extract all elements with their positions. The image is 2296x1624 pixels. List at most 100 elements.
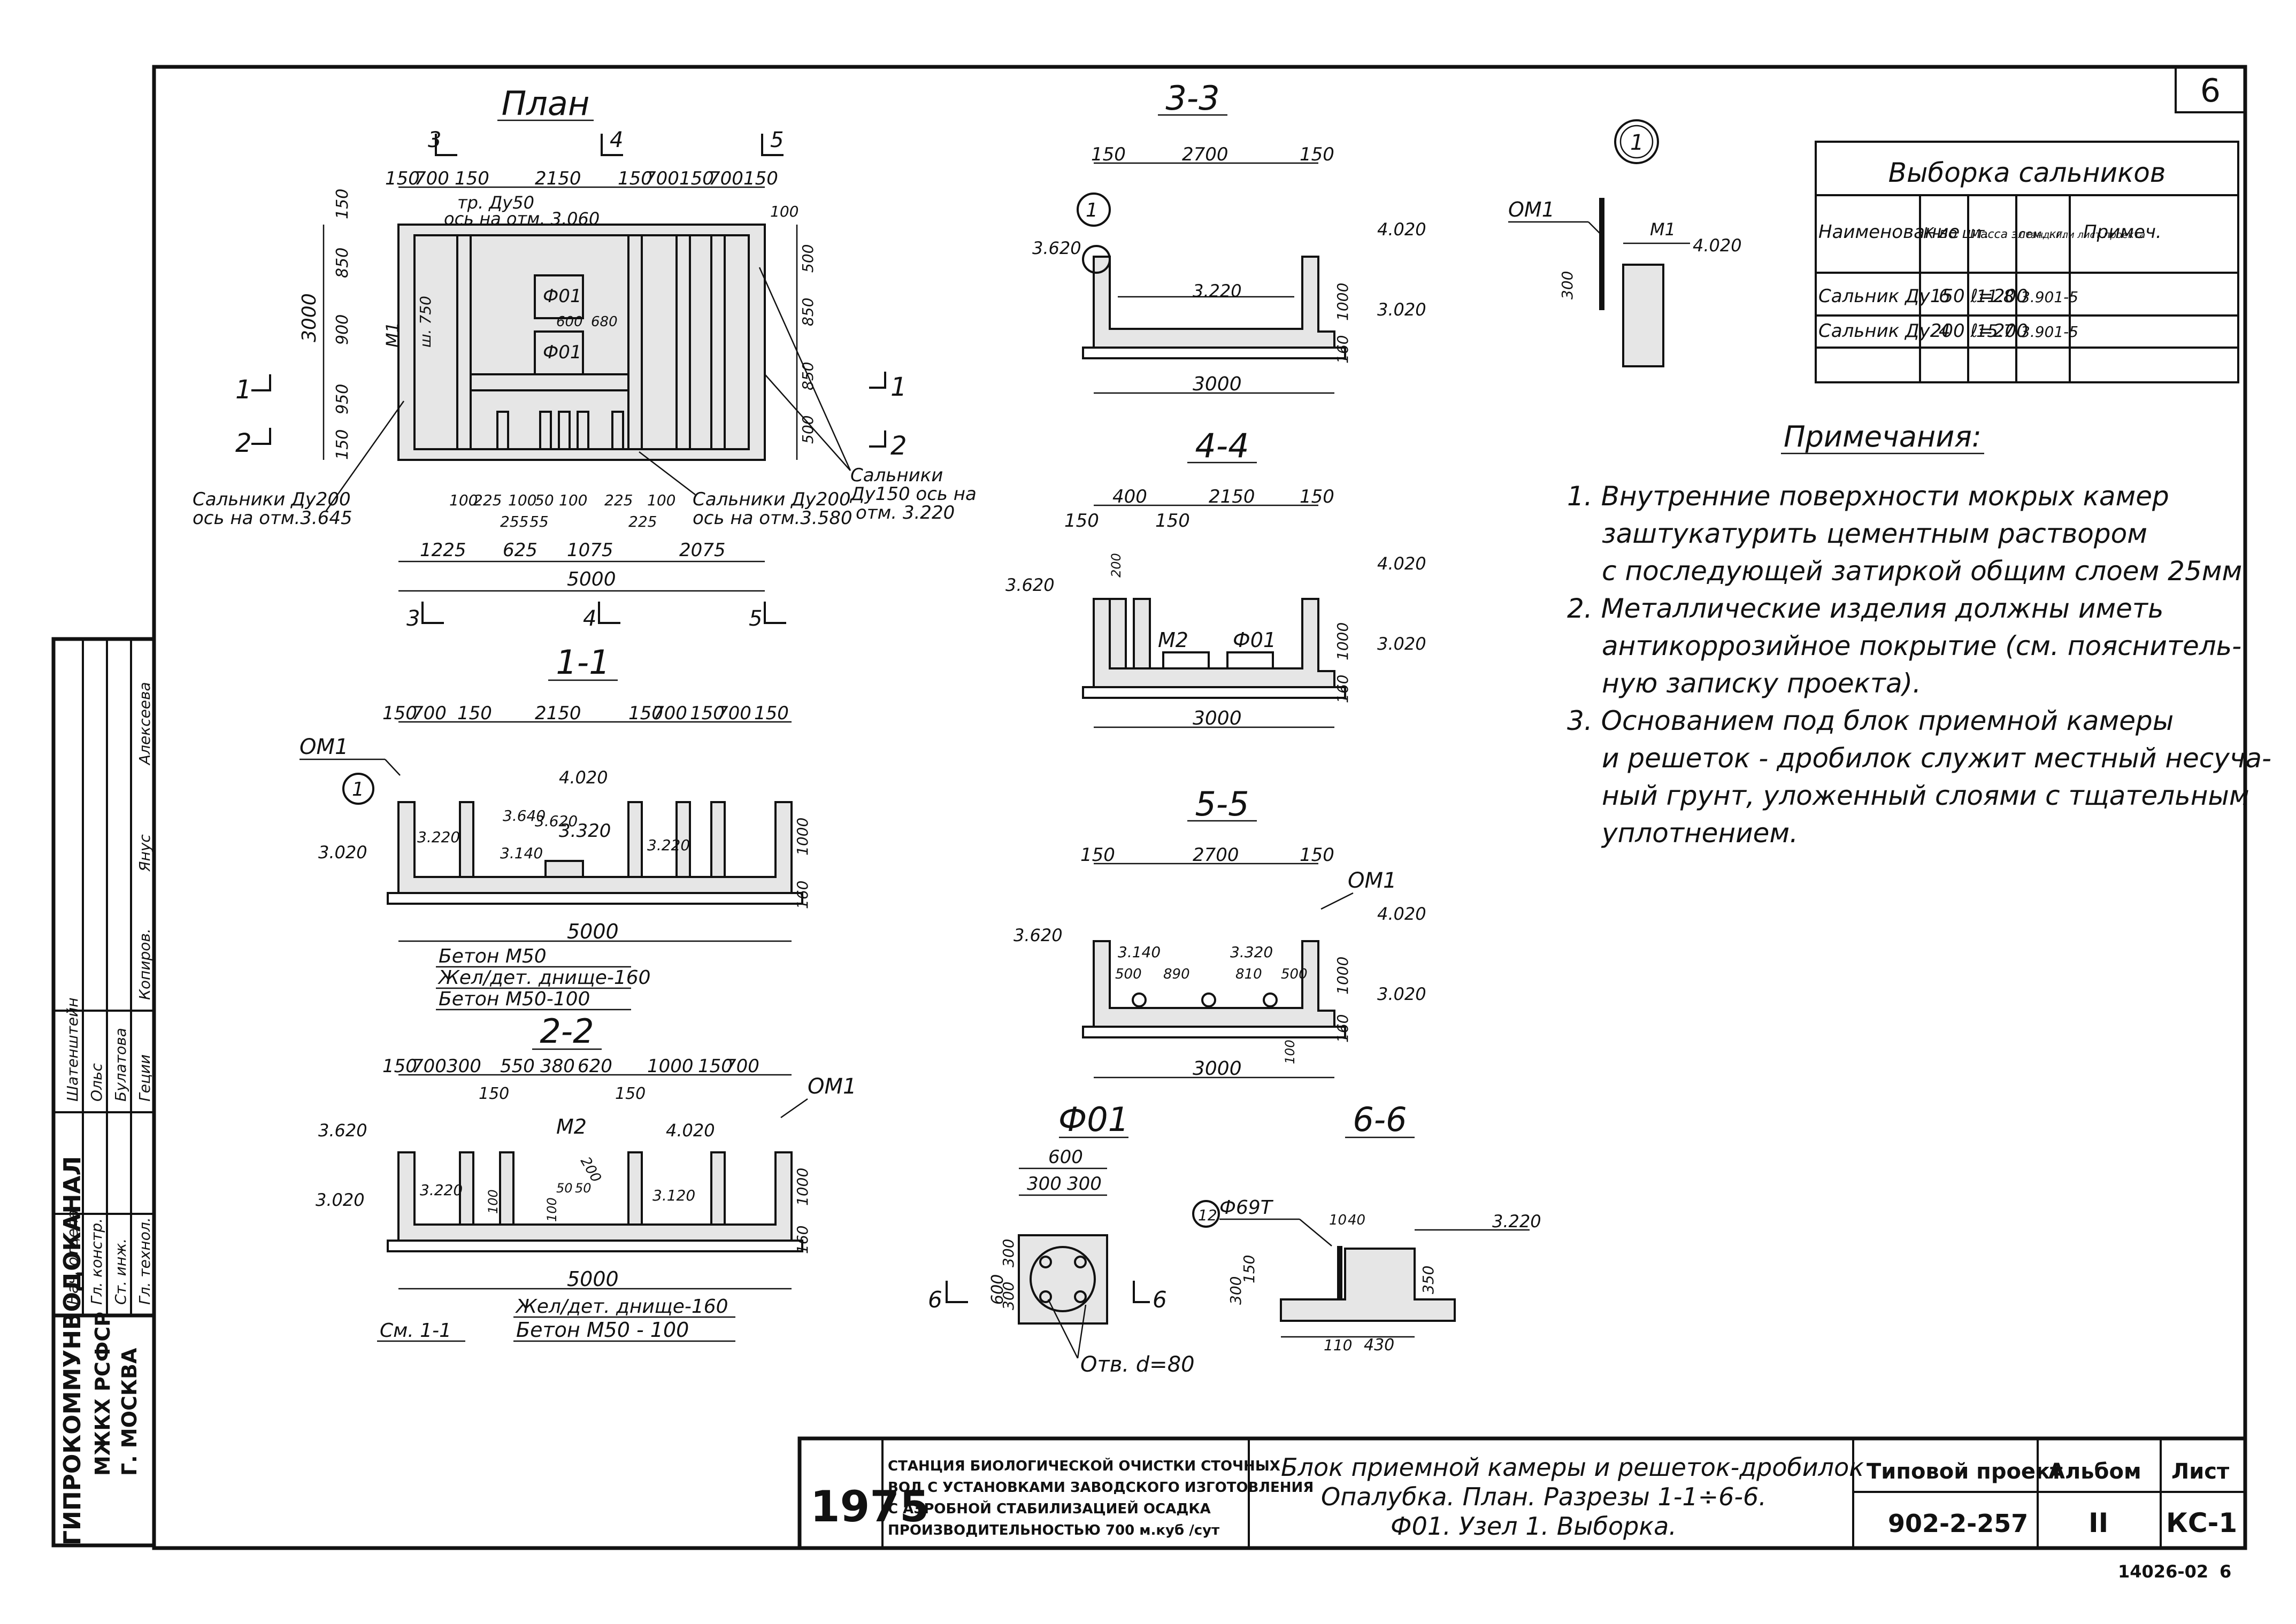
plan-dim-left: 850 [333, 248, 352, 278]
title-sheet-code: КС-1 [2166, 1507, 2237, 1538]
note-line: и решеток - дробилок служит местный несу… [1602, 743, 2271, 774]
plan-dim-top: 150 [679, 168, 714, 189]
node-1-plate [1599, 198, 1604, 310]
s33-vdim: 160 [1334, 335, 1352, 364]
node-1-level: 4.020 [1693, 235, 1742, 256]
s22-label: 50 [575, 1181, 592, 1196]
plan-dim-b1: 100 [449, 491, 478, 509]
note-line: антикоррозийное покрытие (см. пояснитель… [1602, 630, 2241, 661]
plan-overall-height: 3000 [298, 293, 320, 342]
s33-level: 3.220 [1193, 281, 1242, 301]
plan-sec-1-right: 1 [890, 372, 907, 402]
plan-gland-right-axis: отм. 3.220 [856, 502, 955, 524]
plan-sec-1: 1 [235, 375, 252, 405]
s22-dim: 1000 [647, 1056, 694, 1077]
node-1-dim: 300 [1558, 271, 1576, 299]
s55-inner-level: 3.320 [1230, 943, 1273, 961]
s22-label: 100 [544, 1197, 559, 1222]
s11-level: 3.020 [318, 842, 367, 863]
stamp-name: Булатова [112, 1028, 129, 1102]
s22-level: 3.020 [316, 1190, 365, 1210]
stamp-extra: Алексеева [136, 682, 153, 766]
s66-dim: 430 [1364, 1336, 1394, 1354]
stamp-role: Нач. отдела [64, 1210, 81, 1305]
s11-dim: 2150 [535, 703, 581, 724]
title-sheet: Блок приемной камеры и решеток-дробилок [1281, 1453, 1864, 1482]
plan-sec-4-bottom: 4 [583, 606, 596, 631]
section-3-3: 3-3 150 2700 150 1 3.620 4.020 3.220 3.0… [1032, 79, 1426, 395]
s55-inner-dim: 500 [1281, 966, 1308, 982]
s11-dim: 150 [457, 703, 492, 724]
s55-level: 3.020 [1377, 984, 1426, 1004]
s55-dim: 2700 [1193, 844, 1239, 866]
node-1-detail: 1 ОМ1 М1 4.020 300 [1508, 119, 1742, 367]
s55-dim: 150 [1300, 844, 1334, 866]
plan-gland-mid-axis: ось на отм.3.580 [693, 507, 853, 529]
gland-th: Наименование [1818, 221, 1960, 243]
f01-section-mark: 6 [928, 1287, 942, 1313]
s44-dim: 400 [1112, 486, 1147, 507]
s66-dim: 40 [1348, 1212, 1365, 1228]
s55-level: 3.620 [1013, 925, 1063, 945]
plan-dim-top: 150 [743, 168, 778, 189]
f01-dim: 600 [1048, 1146, 1083, 1168]
s66-vdim: 150 [1240, 1255, 1258, 1283]
plan-dim-b1: 225 [604, 491, 633, 509]
stamp-org2: МЖКХ РСФСР [91, 1312, 114, 1476]
plan-dim-b1: 100 [508, 491, 536, 509]
s22-dim: 380 [540, 1056, 575, 1077]
s11-dim: 150 [690, 703, 725, 724]
section-2-2-title: 2-2 [540, 1012, 594, 1051]
plan-sec-5-bottom: 5 [749, 606, 762, 631]
s66-dim: 10 [1329, 1212, 1347, 1228]
gland-row-qty: 4 [1939, 320, 1951, 342]
s11-level: 3.640 [503, 807, 546, 825]
plan-dim-right: 100 [770, 203, 798, 220]
s11-level: 3.140 [500, 844, 543, 862]
f01-plate [1018, 1234, 1108, 1325]
stamp-city: Г. МОСКВА [118, 1348, 141, 1476]
plan-dim-b2: 225 [628, 513, 657, 530]
s55-inner-level: 3.140 [1118, 943, 1161, 961]
plan-dim-top: 150 [618, 168, 652, 189]
plan-gland-left: Сальники Ду200 [193, 489, 351, 510]
s44-level: 4.020 [1377, 553, 1426, 574]
gland-row-name: Сальник Ду200 ℓ=200 [1818, 320, 2028, 342]
gland-row-std: 3.901-5 [2021, 288, 2078, 306]
s22-vdim: 160 [794, 1226, 811, 1254]
gland-table-title: Выборка сальников [1888, 157, 2166, 188]
s11-legend: Бетон М50 [439, 945, 547, 967]
plan-dim-b2: 255 [500, 513, 528, 530]
plan-gland-right-dn: Ду150 ось на [849, 483, 977, 505]
s22-level: 4.020 [666, 1120, 715, 1141]
f01-dim: 300 [1027, 1173, 1062, 1195]
title-year: 1975 [810, 1482, 930, 1531]
section-6-6: 6-6 12 Ф69Т 10 40 110 430 300 150 350 3.… [1192, 1100, 1541, 1354]
plan-dim-right: 500 [799, 244, 817, 273]
stamp-extra: Янус [136, 834, 153, 872]
s22-dim-sub: 150 [615, 1084, 646, 1103]
s44-vdim: 200 [1109, 553, 1124, 578]
note-line: 2. Металлические изделия должны иметь [1567, 593, 2163, 624]
s22-dim-sub: 150 [479, 1084, 509, 1103]
plan-gland-right: Сальники [850, 465, 943, 486]
sheet-number: 6 [2200, 72, 2221, 110]
s11-level: 3.620 [535, 812, 578, 830]
plan-dim-top: 700 [644, 168, 679, 189]
s33-body [1093, 256, 1335, 349]
plan-dim-b1: 225 [473, 491, 502, 509]
s55-mark: ОМ1 [1348, 868, 1396, 893]
section-1-1: 1-1 150 700 150 2150 150 700 150 700 150… [300, 643, 811, 1011]
title-project-label: Типовой проект [1867, 1459, 2063, 1484]
s11-mark: ОМ1 [300, 735, 348, 759]
gland-table: Выборка сальников Наименование К-во шт. … [1815, 141, 2239, 383]
s66-vdim: 350 [1419, 1266, 1437, 1294]
s33-callout: 1 [1086, 199, 1098, 221]
s11-level: 4.020 [559, 767, 608, 788]
section-4-4-title: 4-4 [1195, 426, 1249, 465]
note-line: уплотнением. [1601, 818, 1798, 849]
note-line: ный грунт, уложенный слоями с тщательным [1602, 780, 2249, 811]
s22-dim: 550 [500, 1056, 535, 1077]
plan-gland-mid: Сальники Ду200 [693, 489, 851, 510]
plan-dim-top: 150 [455, 168, 489, 189]
